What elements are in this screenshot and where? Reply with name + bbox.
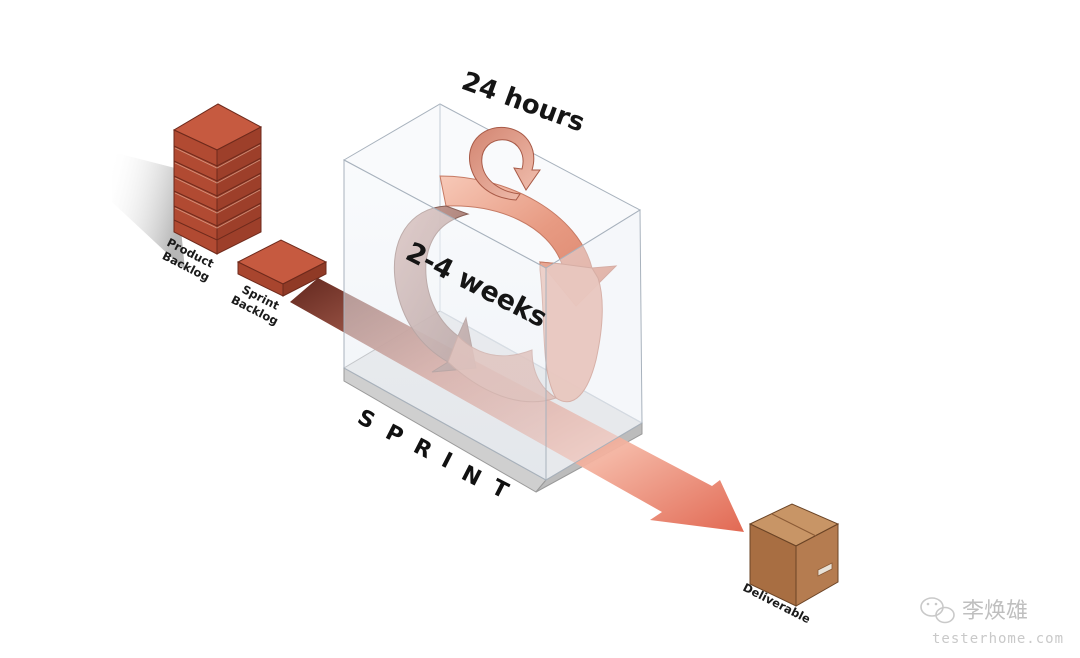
sprint-backlog-brick bbox=[236, 239, 328, 297]
watermark-site: testerhome.com bbox=[932, 631, 1064, 647]
sprint-letter-t: T bbox=[487, 475, 512, 504]
deliverable-box bbox=[748, 503, 840, 607]
sprint-letter-p: P bbox=[381, 420, 407, 450]
watermark: 李焕雄 testerhome.com bbox=[920, 597, 1064, 647]
deliverable-box-label bbox=[817, 562, 833, 577]
daily-cycle-arrow bbox=[469, 126, 541, 201]
sprint-box-front bbox=[343, 159, 643, 481]
backlog-shadow bbox=[112, 152, 185, 270]
sprint-letter-s: S bbox=[353, 405, 378, 434]
wechat-icon bbox=[920, 597, 955, 624]
product-backlog-stack bbox=[172, 103, 263, 255]
watermark-name: 李焕雄 bbox=[962, 599, 1028, 624]
sprint-letter-n: N bbox=[457, 461, 485, 492]
sprint-letter-r: R bbox=[409, 434, 435, 464]
sprint-letter-i: I bbox=[437, 448, 456, 474]
